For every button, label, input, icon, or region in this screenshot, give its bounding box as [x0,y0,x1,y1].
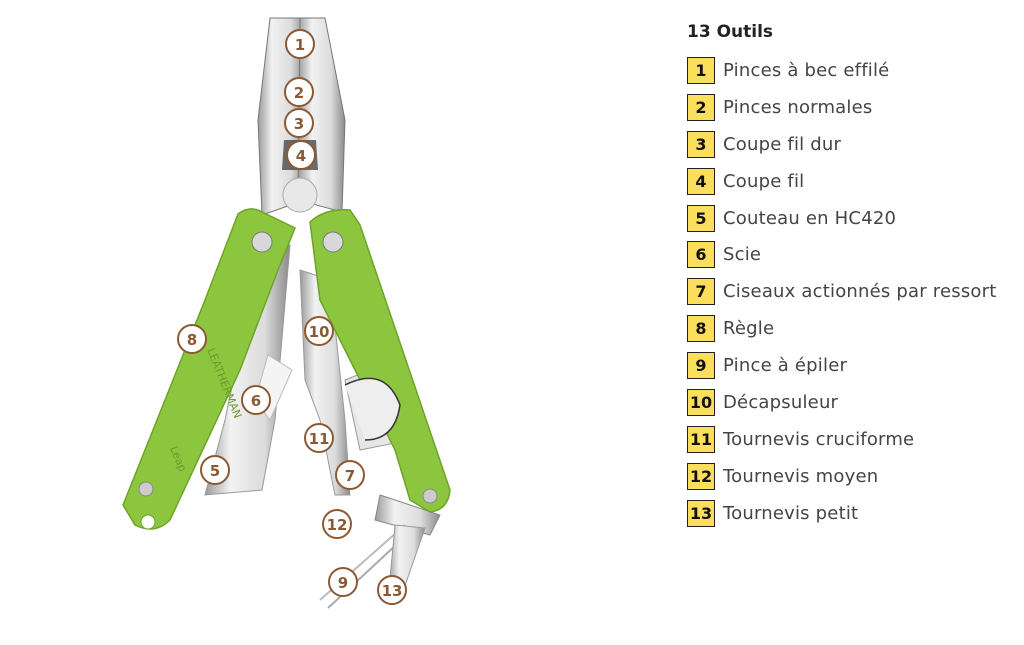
callout-number: 5 [210,462,220,480]
callout-number: 9 [338,574,348,592]
callout-number: 8 [187,331,197,349]
tool-label: Règle [723,318,775,340]
number-badge: 9 [687,352,715,380]
tool-label: Pinces à bec effilé [723,59,890,81]
tool-label: Pince à épiler [723,355,848,377]
number-badge: 6 [687,241,715,269]
tool-label: Coupe fil dur [723,133,842,155]
legend-item: 1 Pinces à bec effilé [687,52,997,89]
callout-number: 12 [327,516,348,534]
callout-circle [328,567,358,597]
tool-label: Scie [723,244,762,266]
callout-number: 13 [382,582,403,600]
tool-label: Pinces normales [723,96,873,118]
number-badge: 12 [687,462,715,490]
callout-number: 7 [345,467,355,485]
callout-circle [377,575,407,605]
callout-number: 11 [309,430,330,448]
number-badge: 13 [687,499,715,527]
callout-5: 5 [200,455,230,485]
callout-8: 8 [177,324,207,354]
tool-label: Ciseaux actionnés par ressort [723,281,997,303]
number-badge: 10 [687,388,715,416]
callout-circle [304,316,334,346]
callout-circle [241,385,271,415]
callout-circle [322,509,352,539]
callout-circle [284,77,314,107]
callout-12: 12 [322,509,352,539]
number-badge: 3 [687,130,715,158]
callout-circle [285,29,315,59]
legend-item: 2 Pinces normales [687,89,997,126]
number-badge: 1 [687,56,715,84]
callout-11: 11 [304,423,334,453]
callout-10: 10 [304,316,334,346]
callout-9: 9 [328,567,358,597]
tool-label: Tournevis cruciforme [723,428,915,450]
callout-circle [335,460,365,490]
tool-label: Tournevis moyen [723,465,879,487]
callout-number: 1 [295,36,305,54]
callout-circle [177,324,207,354]
right-handle [309,209,451,513]
callout-number: 6 [251,392,261,410]
legend-item: 12 Tournevis moyen [687,458,997,495]
legend-title: 13 Outils [687,22,774,42]
callout-number: 4 [296,147,306,165]
callout-4: 4 [286,140,316,170]
number-badge: 4 [687,167,715,195]
legend-item: 13 Tournevis petit [687,495,997,532]
callout-number: 3 [294,115,304,133]
tool-label: Couteau en HC420 [723,207,897,229]
legend-item: 9 Pince à épiler [687,347,997,384]
tool-label: Décapsuleur [723,391,839,413]
legend-item: 10 Décapsuleur [687,384,997,421]
callout-circle [200,455,230,485]
callout-number: 2 [294,84,304,102]
callout-2: 2 [284,77,314,107]
callout-7: 7 [335,460,365,490]
tool-label: Coupe fil [723,170,805,192]
callout-circle [304,423,334,453]
legend-item: 8 Règle [687,310,997,347]
legend-item: 6 Scie [687,236,997,273]
callout-6: 6 [241,385,271,415]
number-badge: 11 [687,425,715,453]
callout-13: 13 [377,575,407,605]
legend-item: 7 Ciseaux actionnés par ressort [687,273,997,310]
callout-circle [286,140,316,170]
legend-item: 3 Coupe fil dur [687,126,997,163]
callout-3: 3 [284,108,314,138]
tool-label: Tournevis petit [723,502,859,524]
number-badge: 8 [687,315,715,343]
number-badge: 7 [687,278,715,306]
callout-1: 1 [285,29,315,59]
legend-item: 5 Couteau en HC420 [687,200,997,237]
number-badge: 2 [687,93,715,121]
callout-circle [284,108,314,138]
tools-legend: 13 Outils 1 Pinces à bec effilé 2 Pinces no… [687,20,997,532]
number-badge: 5 [687,204,715,232]
callout-number: 10 [309,323,330,341]
legend-item: 11 Tournevis cruciforme [687,421,997,458]
legend-item: 4 Coupe fil [687,163,997,200]
